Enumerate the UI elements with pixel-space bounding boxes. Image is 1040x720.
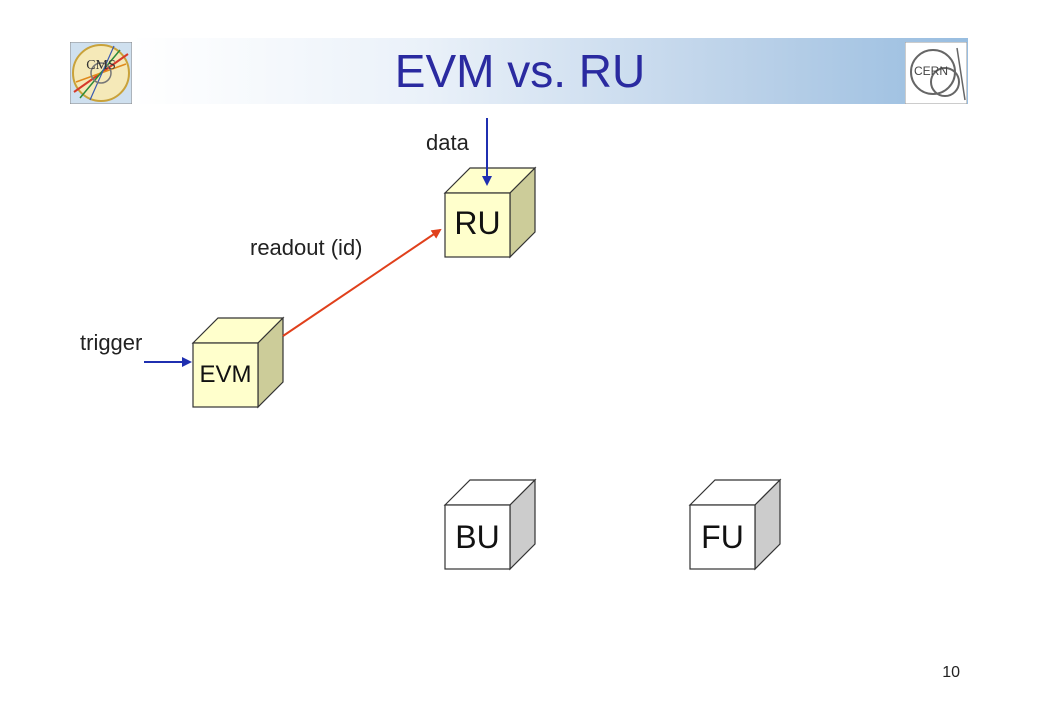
evm-label: EVM [199, 361, 252, 388]
trigger-label: trigger [80, 330, 143, 355]
readout-arrow [282, 228, 442, 337]
data-label: data [426, 130, 469, 155]
slide-title: EVM vs. RU [394, 45, 646, 97]
bu-node [443, 478, 537, 571]
cms-logo: CMS [69, 41, 133, 105]
cms-logo-text: CMS [86, 58, 116, 73]
fu-node [688, 478, 782, 571]
readout-label: readout (id) [250, 235, 363, 260]
cern-logo-text: CERN [914, 64, 948, 78]
ru-node [443, 166, 537, 259]
ru-label: RU [454, 205, 501, 241]
page-number: 10 [942, 664, 960, 681]
bu-label: BU [455, 519, 500, 555]
evm-node [191, 316, 285, 409]
fu-label: FU [701, 519, 744, 555]
title-banner [132, 38, 968, 104]
